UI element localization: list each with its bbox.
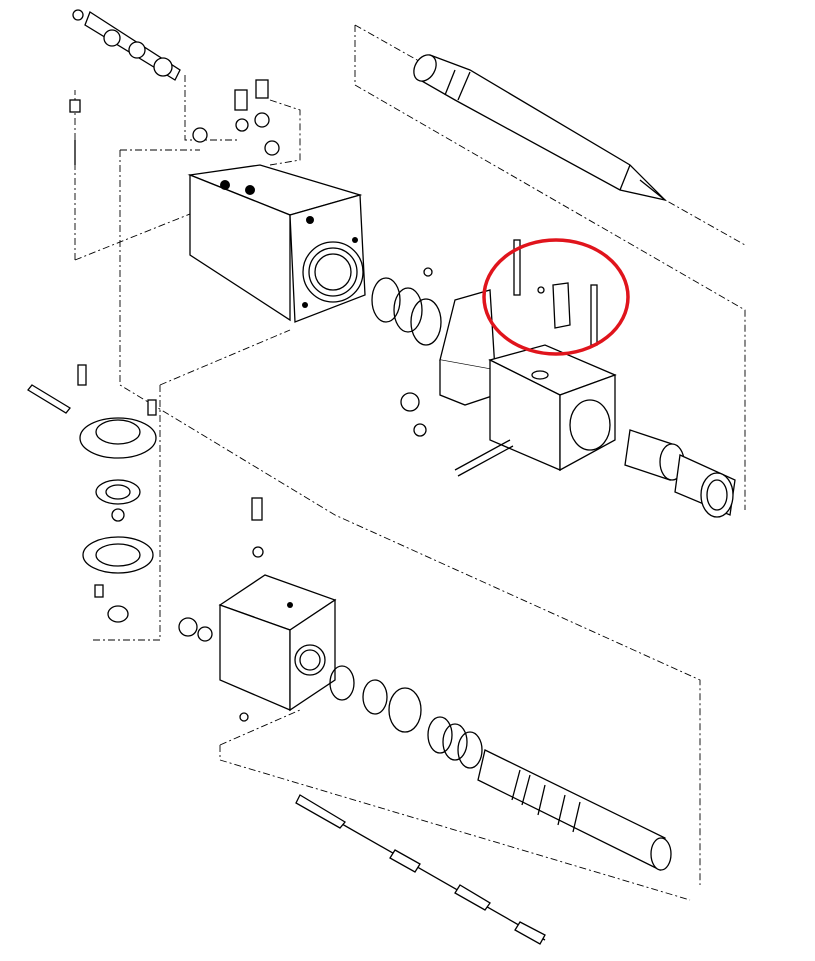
piston	[477, 749, 672, 871]
lower-block	[178, 497, 337, 722]
valve-stack	[27, 364, 157, 623]
middle-cylinder-block	[400, 289, 617, 477]
valve-rod	[295, 794, 546, 945]
upper-front-head-block	[187, 164, 366, 323]
o-rings-lower	[329, 665, 483, 769]
chisel-tool	[413, 54, 668, 202]
pins-and-key	[513, 239, 598, 346]
assembly-leader-lines	[74, 24, 746, 901]
bushings	[624, 429, 736, 518]
highlight-circle	[482, 238, 630, 356]
upper-fittings	[69, 9, 280, 165]
o-rings-upper	[371, 267, 442, 346]
